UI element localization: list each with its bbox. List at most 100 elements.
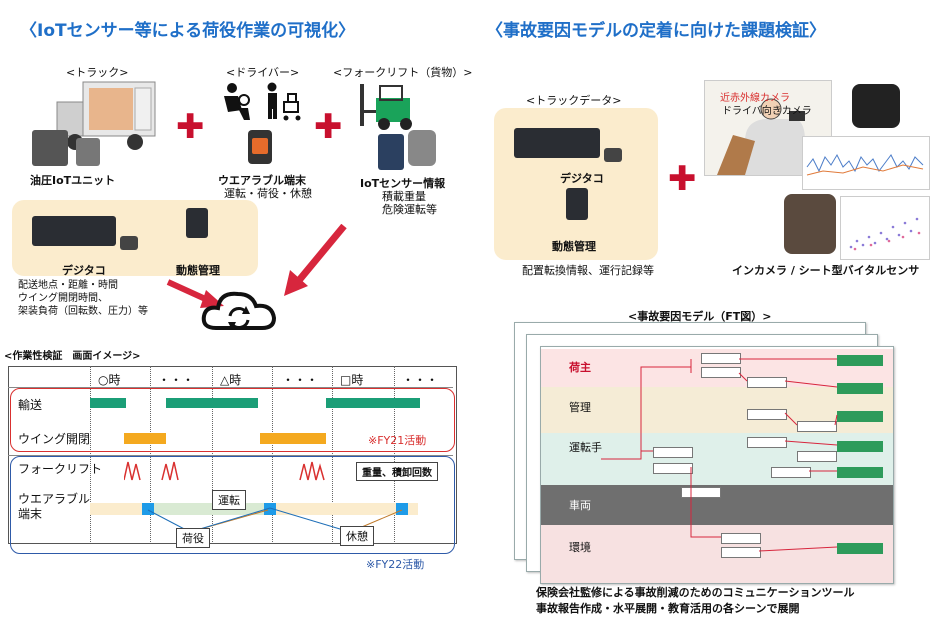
fy21-group [10, 388, 455, 452]
grid-divider [272, 366, 273, 542]
truck-icon [55, 80, 157, 154]
ft-node [747, 437, 787, 448]
row-transport-label: 輸送 [18, 398, 43, 412]
time-header-5: ・・・ [402, 373, 439, 387]
iot-sensor-image-2 [408, 130, 436, 166]
row-wing-label: ウイング開閉 [18, 432, 91, 446]
ft-result-node [837, 383, 883, 394]
time-header-2: △時 [220, 373, 242, 387]
ft-node [653, 447, 693, 458]
left-section-title: 〈IoTセンサー等による荷役作業の可視化〉 [20, 21, 356, 41]
dotai-label-right: 動態管理 [552, 240, 596, 253]
digitaco-camera-image [120, 236, 138, 250]
row-divider [8, 455, 453, 456]
dotai-device-image-right [566, 188, 588, 220]
plus-icon-right: ✚ [668, 159, 697, 199]
details-line2: ウイング開閉時間、 [18, 293, 108, 304]
ft-title: <事故要因モデル（FT図）> [628, 310, 772, 323]
camera-label-1: 近赤外線カメラ [720, 93, 790, 104]
wearable-device-image [248, 130, 272, 164]
fy22-label: ※FY22活動 [366, 558, 425, 571]
time-header-3: ・・・ [282, 373, 319, 387]
fy21-label: ※FY21活動 [368, 434, 427, 447]
ft-result-node [837, 467, 883, 478]
seat-sensor-image [784, 194, 836, 254]
iot-info-line1: 積載重量 [382, 190, 426, 203]
forklift-label: <フォークリフト（貨物）> [333, 66, 473, 79]
time-header-4: □時 [340, 373, 364, 387]
grid-divider [394, 366, 395, 542]
dotai-label: 動態管理 [176, 264, 220, 277]
driver-label: <ドライバー> [226, 66, 300, 79]
right-section-title: 〈事故要因モデルの定着に向けた課題検証〉 [486, 21, 826, 41]
ft-band-environment [541, 525, 893, 583]
ft-result-node [837, 355, 883, 366]
ft-category-driver: 運転手 [569, 441, 602, 454]
time-header-0: ○時 [98, 373, 121, 387]
digitaco-image [32, 216, 116, 246]
transport-bar [326, 398, 420, 408]
vital-line-chart [802, 136, 930, 190]
cloud-sync-icon [200, 286, 278, 338]
incam-label: インカメラ / シート型バイタルセンサ [732, 264, 920, 277]
ft-node [721, 547, 761, 558]
truck-data-label: <トラックデータ> [526, 94, 622, 107]
ft-node [721, 533, 761, 544]
ft-node [681, 487, 721, 498]
cargo-label: 荷役 [176, 528, 210, 548]
drive-label: 運転 [212, 490, 246, 510]
time-header-1: ・・・ [158, 373, 195, 387]
ft-node [653, 463, 693, 474]
ft-category-vehicle: 車両 [569, 499, 591, 512]
wearable-marker [396, 503, 408, 515]
iot-info-line2: 危険運転等 [382, 203, 437, 216]
ft-node [701, 367, 741, 378]
cart-person-icon [262, 82, 304, 126]
row-wearable-label-2: 端末 [18, 507, 43, 521]
ft-category-shipper: 荷主 [569, 361, 591, 374]
grid-divider [90, 366, 91, 542]
ft-node [747, 377, 787, 388]
ft-node [797, 451, 837, 462]
digitaco-label-right: デジタコ [560, 172, 604, 185]
wing-bar [124, 433, 166, 444]
hydraulic-unit-image [32, 130, 68, 166]
transport-bar [90, 398, 126, 408]
ft-sheet-front: 荷主 管理 運転手 車両 環境 [540, 346, 894, 584]
ft-node [771, 467, 811, 478]
digitaco-image-right [514, 128, 600, 158]
iot-sensor-image [378, 134, 404, 170]
iot-info-title: IoTセンサー情報 [360, 177, 446, 190]
hydraulic-unit-label: 油圧IoTユニット [30, 174, 116, 187]
wearable-name: ウエアラブル端末 [218, 174, 306, 187]
footer-line2: 事故報告作成・水平展開・教育活用の各シーンで展開 [536, 602, 800, 615]
red-arrow-icon-2 [282, 223, 348, 304]
row-divider [8, 387, 453, 388]
wearable-desc: 運転・荷役・休憩 [224, 187, 312, 200]
grid-divider [332, 366, 333, 542]
hydraulic-unit-image-2 [76, 138, 100, 166]
details-line1: 配送地点・距離・時間 [18, 280, 118, 291]
ft-category-environment: 環境 [569, 541, 591, 554]
forklift-icon [356, 80, 428, 136]
plus-icon-2: ✚ [314, 107, 343, 147]
row-wearable-label-1: ウエアラブル [18, 492, 91, 506]
footer-line1: 保険会社監修による事故削減のためのコミュニケーションツール [536, 586, 855, 599]
plus-icon: ✚ [176, 107, 205, 147]
ft-connectors [601, 358, 838, 552]
dashcam-image [852, 84, 900, 128]
dotai-device-image [186, 208, 208, 238]
wearable-marker [264, 503, 276, 515]
dispatch-info: 配置転換情報、運行記録等 [522, 264, 654, 277]
row-forklift-label: フォークリフト [18, 462, 103, 476]
fy22-group [10, 456, 455, 554]
ft-node [797, 421, 837, 432]
camera-label-2: ドライバ向きカメラ [722, 106, 812, 117]
digitaco-camera-image-right [604, 148, 622, 162]
transport-bar [166, 398, 258, 408]
ft-result-node [837, 441, 883, 452]
rest-label: 休憩 [340, 526, 374, 546]
ft-result-node [837, 411, 883, 422]
wing-bar [260, 433, 326, 444]
truck-label: <トラック> [66, 66, 129, 79]
